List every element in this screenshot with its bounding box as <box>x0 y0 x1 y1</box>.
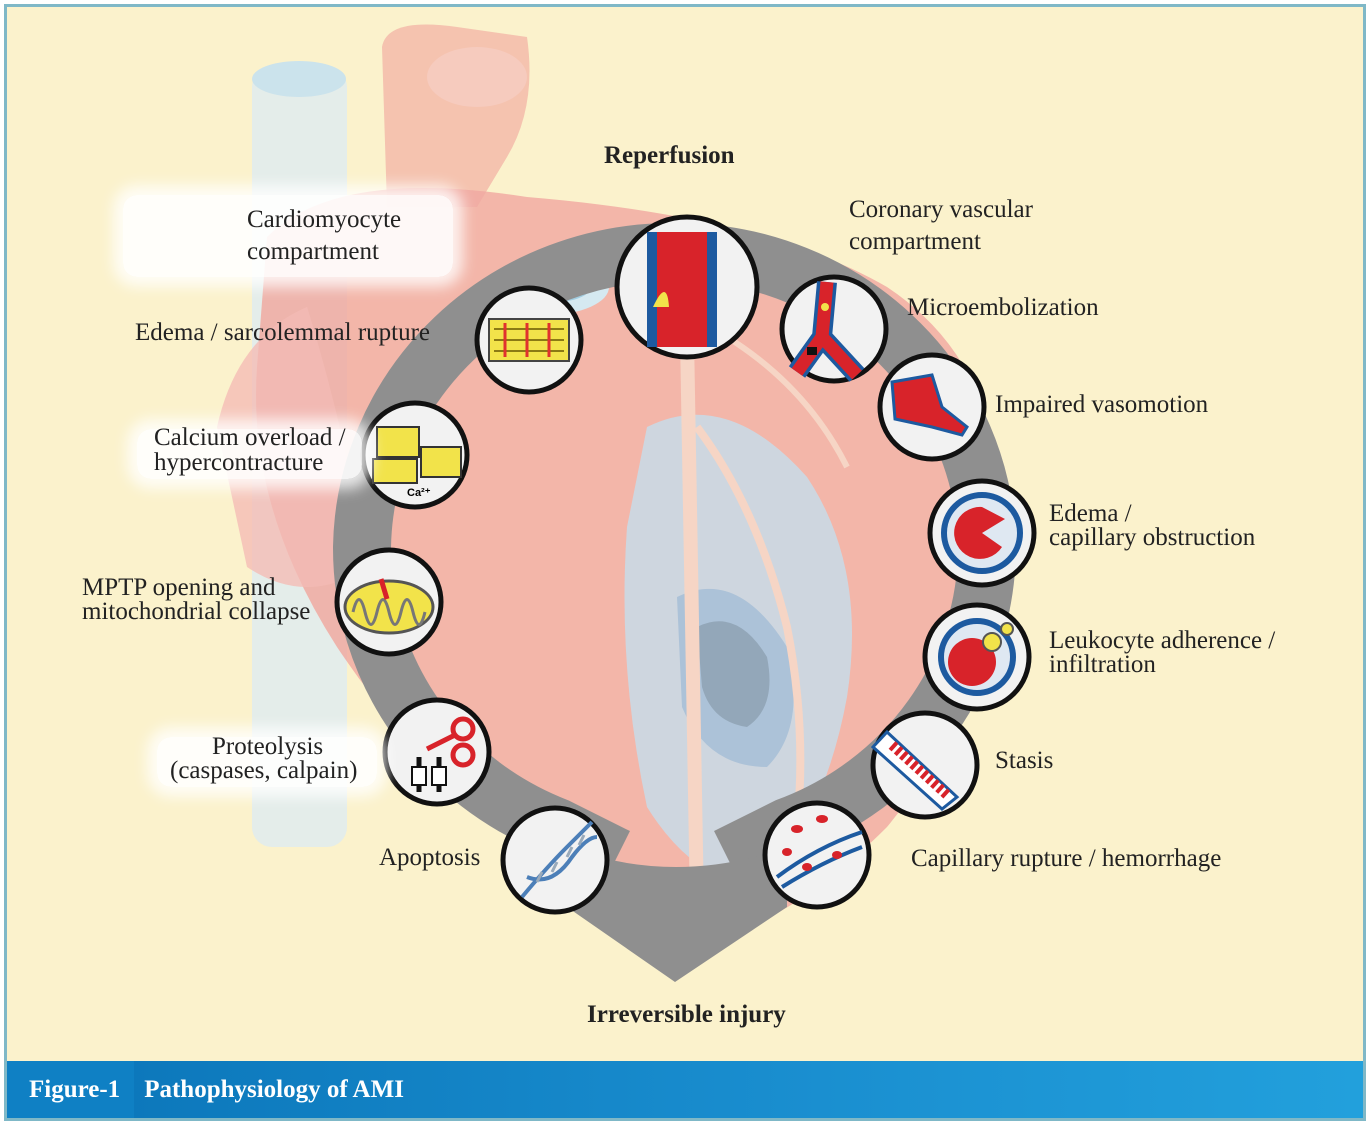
figure-frame: Ca²⁺ <box>4 4 1366 1121</box>
stasis-icon <box>873 713 977 817</box>
irreversible-injury-label: Irreversible injury <box>587 1002 786 1027</box>
figure-title: Pathophysiology of AMI <box>134 1076 404 1104</box>
hypercontracture-icon: Ca²⁺ <box>363 403 467 507</box>
vasomotion-icon <box>880 355 984 459</box>
dna-icon <box>503 808 607 912</box>
diagram-artwork: Ca²⁺ <box>7 7 1363 1118</box>
reperfusion-label: Reperfusion <box>604 143 735 168</box>
cardiomyocyte-title-line2: compartment <box>247 239 379 264</box>
stasis-label: Stasis <box>995 748 1053 773</box>
mptp-label-line2: mitochondrial collapse <box>82 599 310 624</box>
capillary-obstruction-icon <box>930 481 1034 585</box>
microembolization-label: Microembolization <box>907 295 1099 320</box>
mptp-label-line1: MPTP opening and <box>82 575 276 600</box>
impaired-vasomotion-label: Impaired vasomotion <box>995 392 1208 417</box>
reperfusion-vessel-icon <box>617 217 757 357</box>
leukocyte-label-line2: infiltration <box>1049 652 1156 677</box>
edema-capillary-label-line1: Edema / <box>1049 501 1132 526</box>
proteolysis-label-line1: Proteolysis <box>212 734 323 759</box>
scissors-icon <box>385 700 489 804</box>
leukocyte-label-line1: Leukocyte adherence / <box>1049 628 1275 653</box>
cardiomyocyte-title-line1: Cardiomyocyte <box>247 207 401 232</box>
calcium-symbol: Ca²⁺ <box>407 487 431 499</box>
leukocyte-icon <box>925 605 1029 709</box>
microembolization-icon <box>782 277 886 381</box>
sarcolemma-icon <box>477 288 581 392</box>
figure-caption-bar: Figure-1 Pathophysiology of AMI <box>7 1061 1363 1118</box>
capillary-rupture-label: Capillary rupture / hemorrhage <box>911 846 1221 871</box>
mitochondria-icon <box>337 550 441 654</box>
calcium-overload-label-line1: Calcium overload / <box>154 425 346 450</box>
calcium-overload-label-line2: hypercontracture <box>154 450 323 475</box>
coronary-title-line2: compartment <box>849 229 981 254</box>
proteolysis-label-line2: (caspases, calpain) <box>170 758 357 783</box>
coronary-title-line1: Coronary vascular <box>849 197 1033 222</box>
apoptosis-label: Apoptosis <box>379 845 480 870</box>
figure-number: Figure-1 <box>7 1061 134 1118</box>
edema-capillary-label-line2: capillary obstruction <box>1049 525 1255 550</box>
edema-sarcolemmal-label: Edema / sarcolemmal rupture <box>135 320 430 345</box>
hemorrhage-icon <box>765 803 869 907</box>
